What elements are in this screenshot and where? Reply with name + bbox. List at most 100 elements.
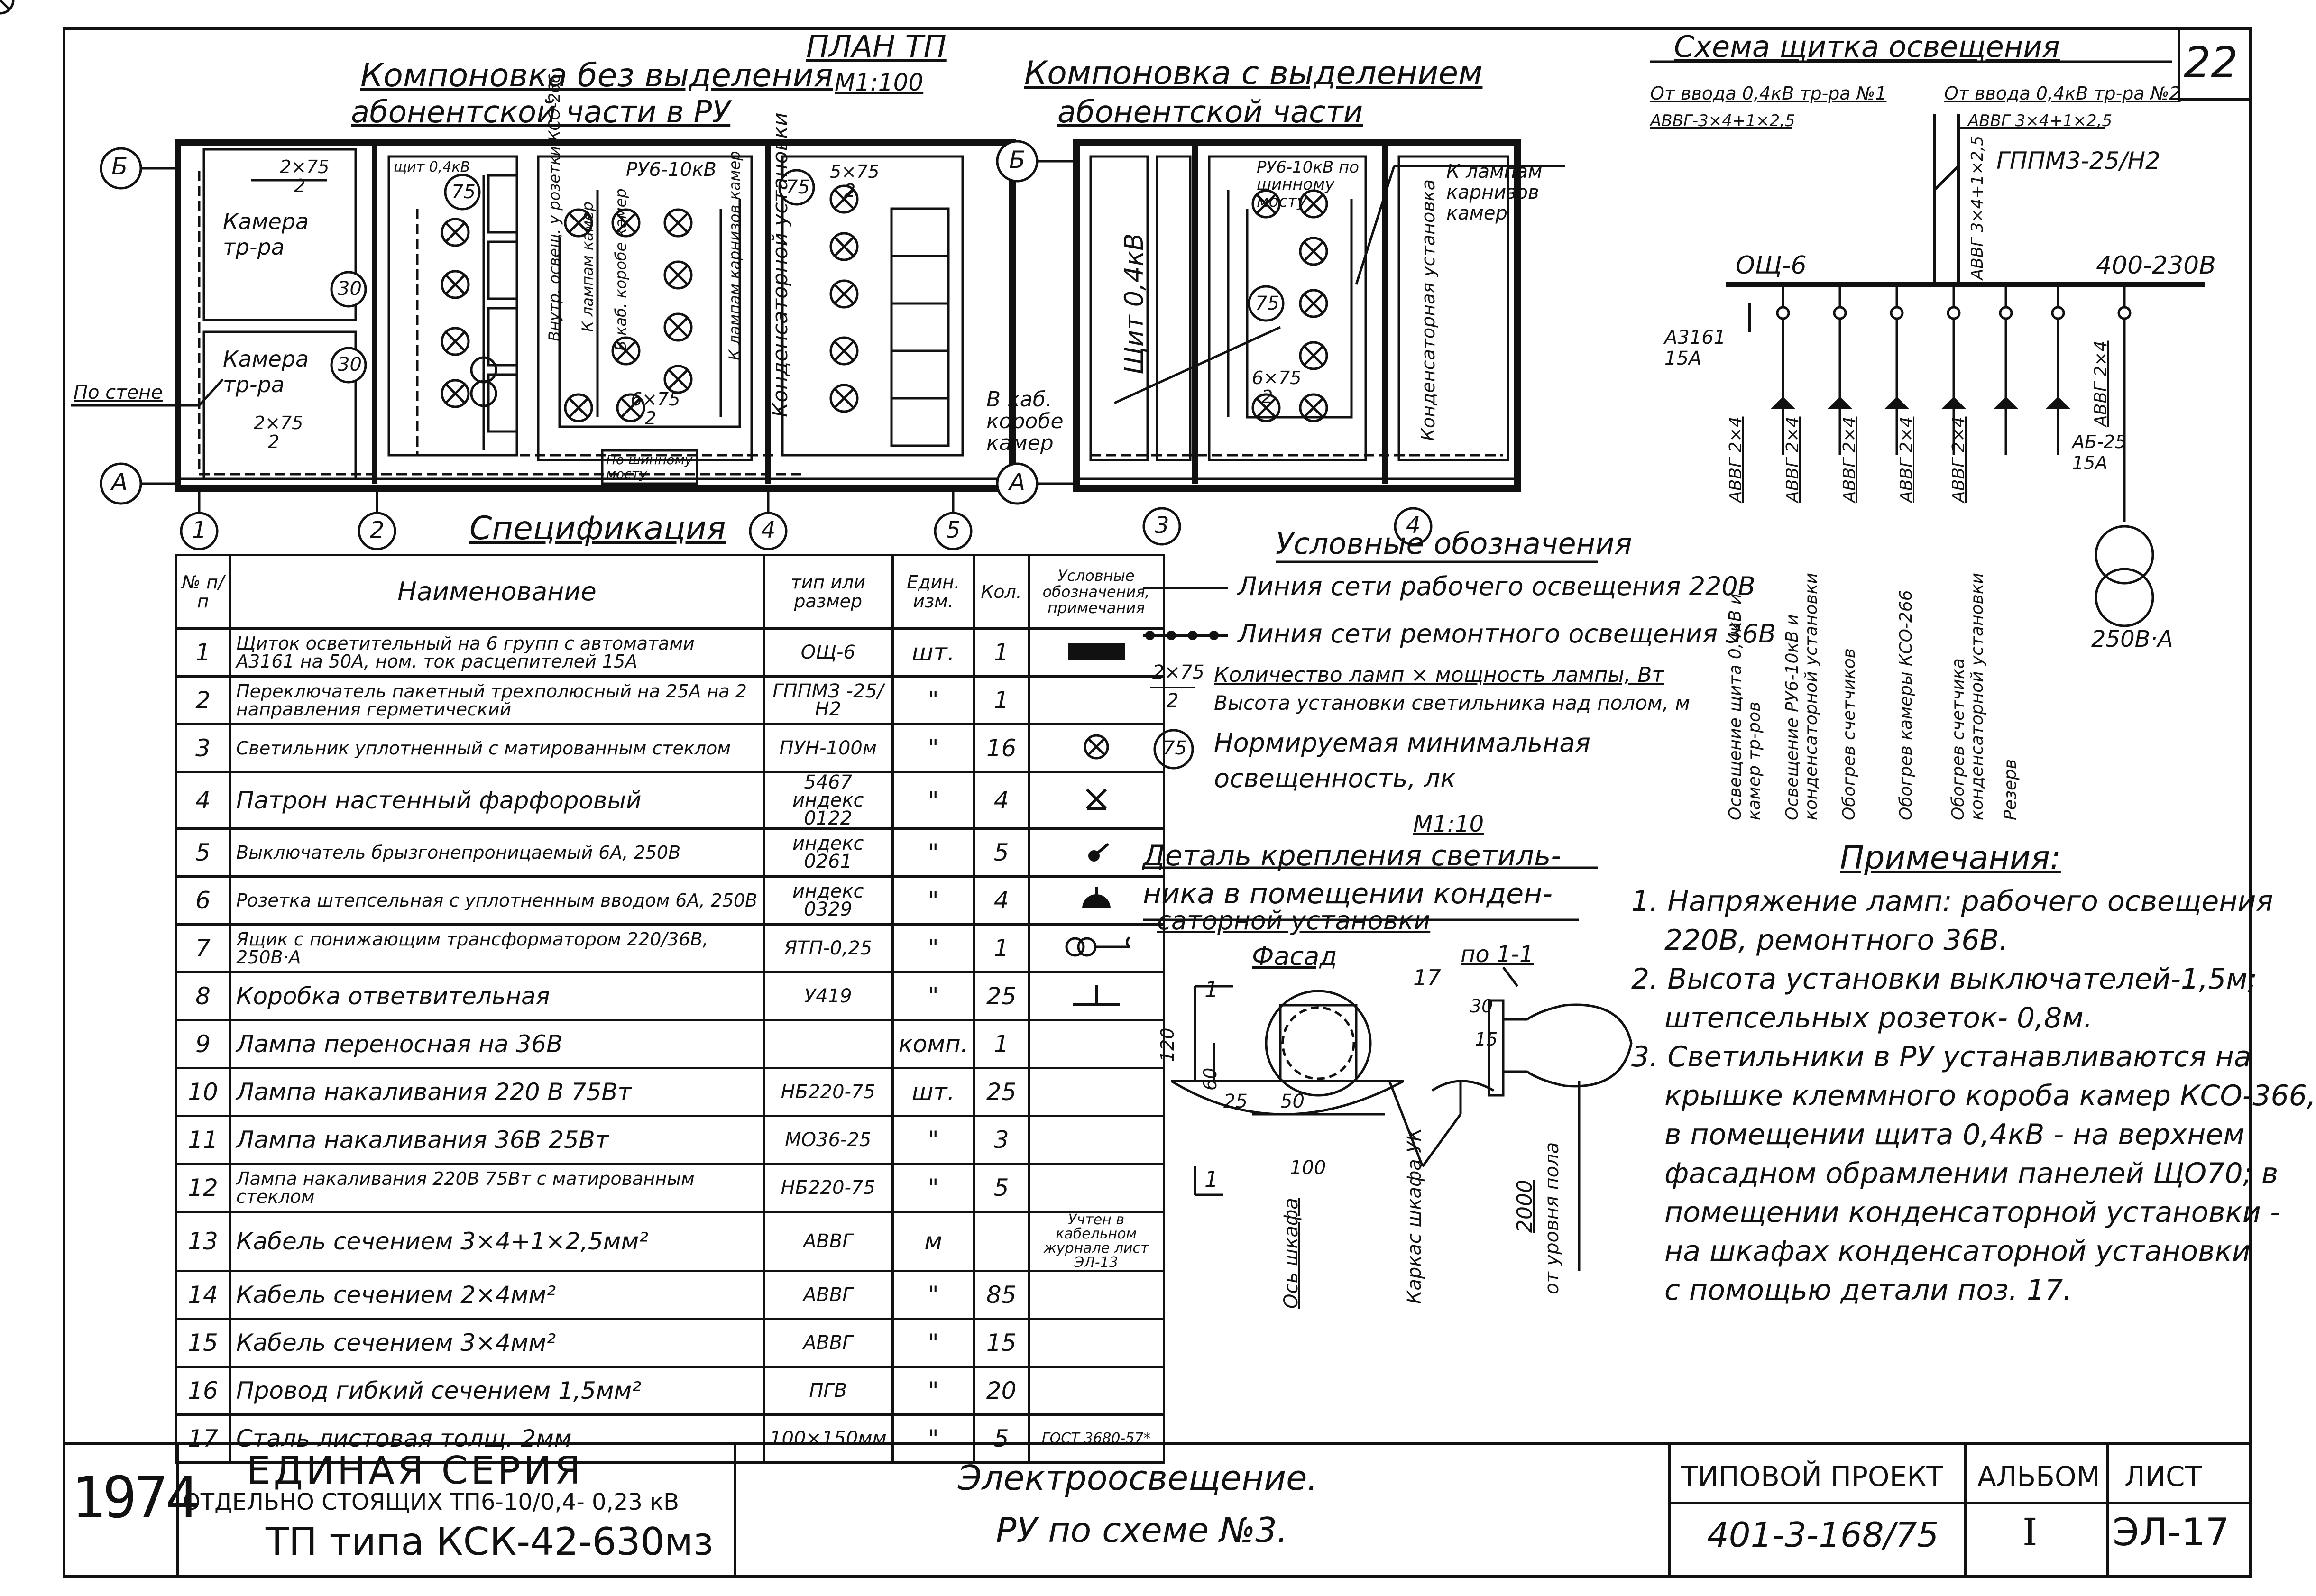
- spec-header-qty: Кол.: [973, 554, 1030, 630]
- stamp-sheet-label: ЛИСТ: [2124, 1460, 2202, 1493]
- spec-cell-unit: ": [891, 675, 975, 725]
- po-stene-label: По стене: [74, 382, 163, 404]
- scheme-voltage: 400-230В: [2096, 251, 2216, 280]
- dim-25: 25: [1223, 1091, 1248, 1112]
- spec-cell-unit: комп.: [891, 1019, 975, 1069]
- spec-cell-qty: 5: [973, 1163, 1030, 1213]
- spec-cell-unit: ": [891, 923, 975, 973]
- lamp-5x75: 5×75: [830, 161, 880, 182]
- layout-left-subtitle: абонентской части в РУ: [351, 95, 731, 130]
- spec-body: 1 Щиток осветительный на 6 групп с автома…: [175, 627, 1165, 1464]
- v-kab-label: В каб. коробе камер: [986, 387, 1064, 455]
- lamp-6x75-right: 6×75: [1252, 367, 1302, 388]
- spec-cell-qty: 1: [973, 675, 1030, 725]
- spec-cell-unit: ": [891, 723, 975, 773]
- spec-header-note: Условные обозначения, примечания: [1027, 554, 1165, 630]
- spec-cell-num: 3: [175, 723, 231, 773]
- note-line: штепсельных розеток- 0,8м.: [1664, 1001, 2093, 1035]
- spec-cell-unit: ": [891, 1366, 975, 1416]
- vnutr-label: Внутр. освещ. у розетки КСО-266: [545, 73, 563, 341]
- spec-cell-qty: 5: [973, 1413, 1030, 1464]
- chamber-2-label: Камера тр-ра: [223, 346, 309, 397]
- spec-cell-unit: ": [891, 1318, 975, 1368]
- scheme-cable-1: АВВГ-3×4+1×2,5: [1650, 111, 1795, 130]
- spec-header-type: тип или размер: [763, 554, 894, 630]
- spec-cell-qty: 16: [973, 723, 1030, 773]
- spec-cell-unit: ": [891, 827, 975, 878]
- symbol-transformer-icon: [1065, 936, 1130, 956]
- spec-cell-type: МО36-25: [763, 1115, 894, 1165]
- spec-cell-unit: ": [891, 1270, 975, 1320]
- note-line: помещении конденсаторной установки -: [1664, 1196, 2280, 1229]
- spec-cell-num: 16: [175, 1366, 231, 1416]
- k-lampam-right-label: К лампам карнизов камер: [1446, 161, 1543, 224]
- stamp-tp-type: ТП типа КСК-42-630мз: [266, 1520, 714, 1564]
- note-line: на шкафах конденсаторной установки: [1664, 1235, 2251, 1268]
- detail-title-1: Деталь крепления светиль-: [1143, 839, 1561, 872]
- spec-header-unit: Един. изм.: [891, 554, 975, 630]
- spec-cell-qty: 4: [973, 771, 1030, 830]
- spec-cell-symbol: [1027, 1019, 1165, 1069]
- scheme-group-cable: АВВГ 2×4: [2091, 340, 2111, 427]
- spec-cell-symbol: [1027, 971, 1165, 1021]
- layout-right-title: Компоновка с выделением: [1024, 55, 1483, 92]
- lamp-6x75-h: 2: [645, 408, 657, 429]
- spec-cell-symbol: [1027, 675, 1165, 725]
- lamp-2x75-bottom: 2×75: [254, 413, 303, 433]
- spec-cell-type: АВВГ: [763, 1211, 894, 1272]
- spec-cell-num: 5: [175, 827, 231, 878]
- sheet-number: 22: [2184, 38, 2238, 88]
- spec-cell-unit: ": [891, 1163, 975, 1213]
- detail-title-3: саторной установки: [1157, 906, 1431, 936]
- scheme-group-cable: АВВГ 2×4: [1783, 416, 1802, 503]
- spec-cell-unit: ": [891, 971, 975, 1021]
- lamp-2x75-top: 2×75: [280, 156, 330, 177]
- spec-cell-type: У419: [763, 971, 894, 1021]
- spec-cell-num: 9: [175, 1019, 231, 1069]
- legend-repair-line: Линия сети ремонтного освещения 36В: [1238, 619, 1776, 649]
- spec-cell-qty: 25: [973, 1067, 1030, 1117]
- spec-cell-qty: 15: [973, 1318, 1030, 1368]
- dim-30: 30: [1470, 996, 1493, 1017]
- detail-karkas: Каркас шкафа УК: [1404, 1128, 1425, 1304]
- lamp-6x75: 6×75: [631, 389, 680, 410]
- spec-cell-type: ГППМЗ -25/Н2: [763, 675, 894, 725]
- stamp-subject-2: РУ по схеме №3.: [996, 1510, 1288, 1550]
- scheme-group-label: Обогрев счетчиков: [1839, 648, 1859, 820]
- spec-cell-type: ПУН-100м: [763, 723, 894, 773]
- axis-lines: [141, 160, 1076, 513]
- spec-cell-name: Выключатель брызгонепроницаемый 6А, 250В: [229, 827, 765, 878]
- scheme-group-label: Освещение РУ6-10кВ и конденсаторной уста…: [1783, 572, 1821, 820]
- axis-b-left: Б: [111, 153, 128, 180]
- spec-cell-symbol: [1027, 723, 1165, 773]
- spec-cell-type: АВВГ: [763, 1318, 894, 1368]
- scheme-ab25: АБ-25 15А: [2072, 431, 2127, 473]
- scheme-transformer: 250В·А: [2091, 626, 2173, 652]
- spec-cell-symbol: [1027, 1270, 1165, 1320]
- spec-cell-type: индекс 0261: [763, 827, 894, 878]
- spec-cell-name: Переключатель пакетный трехполюсный на 2…: [229, 675, 765, 725]
- stamp-series-subtitle: ОТДЕЛЬНО СТОЯЩИХ ТП6-10/0,4- 0,23 кВ: [183, 1489, 680, 1515]
- spec-cell-name: Патрон настенный фарфоровый: [229, 771, 765, 830]
- spec-cell-num: 15: [175, 1318, 231, 1368]
- spec-cell-qty: 4: [973, 875, 1030, 926]
- spec-cell-name: Лампа переносная на 36В: [229, 1019, 765, 1069]
- legend-lamp-count: Количество ламп × мощность лампы, Вт: [1214, 663, 1664, 687]
- spec-cell-symbol: [1027, 1163, 1165, 1213]
- scheme-switch: ГППМ3-25/Н2: [1996, 147, 2160, 174]
- scheme-panel: ОЩ-6: [1736, 251, 1807, 280]
- spec-cell-num: 7: [175, 923, 231, 973]
- spec-cell-name: Щиток осветительный на 6 групп с автомат…: [229, 627, 765, 678]
- spec-cell-unit: ": [891, 771, 975, 830]
- symbol-box-icon: [1072, 985, 1120, 1006]
- dim-100: 100: [1290, 1157, 1326, 1179]
- note-line: крышке клеммного короба камер КСО-366,: [1664, 1079, 2316, 1112]
- cond-label: Конденсаторной установки: [768, 112, 792, 417]
